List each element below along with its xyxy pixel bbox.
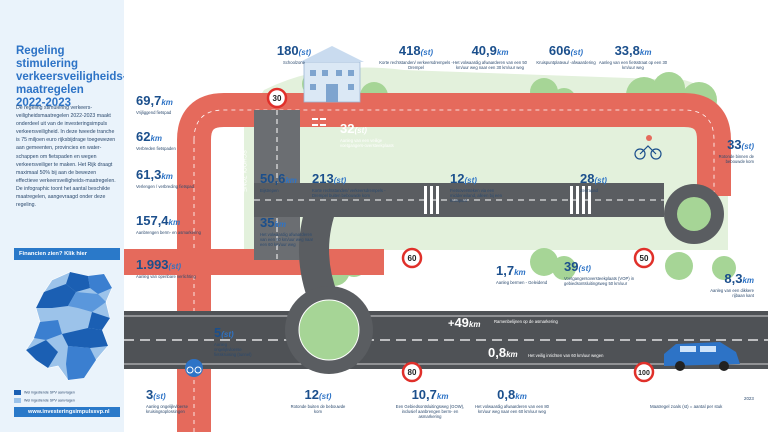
stat-fietsoversteken: 12(st) Fietsoversteken via een middeneil… [450,171,502,203]
svg-text:50: 50 [640,254,649,263]
car [664,342,740,371]
school-building [300,46,364,103]
road-scene-illustration: SCHOOLZONE [124,0,768,432]
stat-rijbaan-kant: 8,3km Aanleg van een dikkere rijbaan kan… [710,271,754,298]
footer-note: Maatregel zoals (st) = aantal per stuk [650,404,723,409]
bike-lane-icon [185,359,203,377]
stat-kruisingsoplossingen: 3(st) Aanleg ongelijkvloerse kruisingsop… [146,387,188,414]
stat-schoolzone: 180(st) Schoolzone [276,43,312,65]
info-panel: Regeling stimulering verkeersveiligheids… [0,0,127,432]
stat-veilig-60-label: Het veilig inrichten van 60 km/uur wegen [528,353,604,358]
website-link[interactable]: www.investeringsimpulssvp.nl [14,407,120,417]
legend-item: Wel ingediende SPV aanvragen [14,390,75,395]
stat-bermen: 1,7km Aanleg bermen - Geleidend [496,263,548,285]
stat-rotonde-buiten: 12(st) Rotonde buiten de bebouwde kom [290,387,346,414]
cyclist [634,135,662,160]
speed-sign: 80 [401,361,423,383]
stat-drempel: 418(st) Korte rechtstanden/ verkeersdrem… [379,43,453,70]
legend-swatch-dark [14,390,21,395]
svg-text:100: 100 [638,370,650,377]
stat-fietskruising-tunnel: 5(st) Aanleg ongelijkvloerse fietskruisi… [214,325,252,357]
stat-afwaarderen-60: 35km Het volwaardig afwaarderen van een … [260,215,314,247]
stat-gow: 10,7km Een Gebiedsontsluitingsweg (GOW),… [395,387,465,419]
legend-item: Wel ingediende SPV aanvragen [14,398,75,403]
roundabout-right [664,184,724,244]
legend-swatch-light [14,398,21,403]
panel-title: Regeling stimulering verkeersveiligheids… [16,45,127,109]
stat-afwaarderen-50-30: 40,9km Het volwaardig afwaarderen van ee… [452,43,528,70]
svg-text:80: 80 [408,368,417,377]
speed-sign: 60 [401,247,423,269]
school-zone-label: SCHOOLZONE [240,150,246,192]
panel-intro: De regeling stimulering verkeers-veiligh… [16,105,116,209]
stat-drempel-buiten: 213(st) Korte rechtstanden/ verkeersdrem… [312,171,386,198]
stat-openbare-verlichting: 1.993(st) Aanleg van openbare verlichtin… [136,257,196,279]
speed-sign: 30 [266,87,288,109]
svg-text:60: 60 [408,254,417,263]
stat-berm-asmarkering: 157,4km Aanbrengen berm- en asmarkering [136,213,201,235]
stat-asmarkering-label: Ramenbelijnen op de asmarkering [494,319,558,324]
stat-kruispuntplateau: 606(st) Kruispuntplateau/ -afwaardering [536,43,596,65]
stat-rotonde-binnen: 33(st) Rotonde binnen de bebouwde kom [718,137,754,164]
stat-afwaarderen-80: 0,8km Het volwaardig afwaarderen van een… [474,387,550,414]
stat-asmarkering-ramen: +49km [448,315,481,330]
financing-link[interactable]: Financien zien? Klik hier [14,248,120,260]
netherlands-map [25,271,113,381]
stat-verlengen-fietspad: 61,3km Verlengen / verbreding fietspad [136,167,194,189]
stat-bijstrepen: 50,6km Bijstrepen [260,171,297,193]
stat-vop: 39(st) Voetgangersoversteekplaats (VOP) … [564,259,635,286]
svg-text:30: 30 [273,94,282,103]
footer-year: 2023 [744,396,754,401]
stat-voetgangersoversteekplaats: 32(st) Aanleg van een veilige voetganger… [340,121,394,148]
speed-sign: 100 [633,361,655,383]
speed-sign: 50 [633,247,655,269]
roundabout-left [285,286,373,374]
stat-zebrapad: 28(st) Zebrapad [580,171,607,193]
stat-vrijliggend-fietspad: 69,7km Vrijliggend fietspad [136,93,173,115]
stat-verbreden-fietspaden: 62km Verbreden fietspaden [136,129,176,151]
zebra-crossing [312,118,591,214]
stat-fietsstraat: 33,8km Aanleg van een fietsstraat op een… [598,43,668,70]
stat-veilig-60: 0,8km [488,345,518,360]
